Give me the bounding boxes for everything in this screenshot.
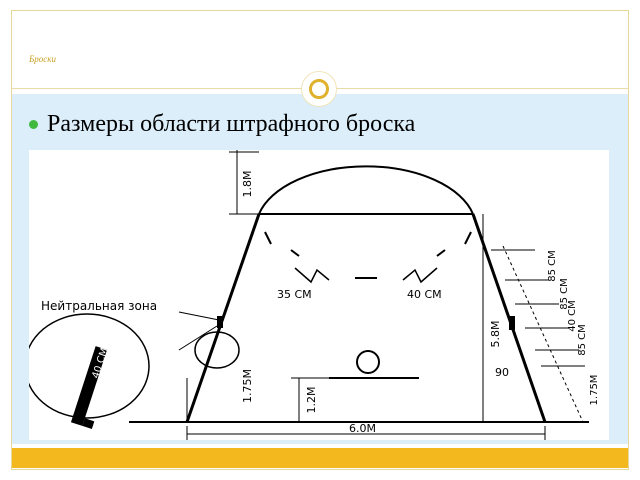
dim-175-label: 1.75М	[241, 369, 254, 403]
slide-title: Броски	[29, 54, 57, 64]
zoom-leader	[178, 325, 218, 351]
zoom-circle	[29, 313, 150, 419]
dash-4	[436, 249, 446, 257]
dim-58-label: 5.8М	[489, 321, 502, 348]
dim-35cm-label: 35 СМ	[277, 288, 312, 301]
ring-ornament-icon	[302, 72, 336, 106]
footer-bar	[12, 448, 628, 468]
diagram-drawing: 1.8М 35 СМ 40 СМ Нейтральная зона 1.75М …	[29, 150, 600, 440]
footer-divider	[12, 444, 628, 446]
dim-40cm-label: 40 СМ	[407, 288, 442, 301]
dim-85-mid-label: 85 СМ	[559, 278, 570, 310]
dim-60-label: 6.0М	[349, 422, 376, 435]
dash-5	[464, 231, 472, 245]
ring-inner-icon	[309, 79, 329, 99]
dim-40-right-label: 40 СМ	[567, 300, 578, 332]
neutral-zone-leader	[178, 311, 220, 321]
dim-175-right-label: 1.75М	[589, 375, 600, 406]
free-throw-diagram: 1.8М 35 СМ 40 СМ Нейтральная зона 1.75М …	[29, 150, 609, 440]
neutral-zone-label: Нейтральная зона	[41, 299, 157, 313]
zoom-spot-circle	[194, 331, 240, 369]
hoop-circle	[356, 350, 380, 374]
zigzag-left	[294, 267, 330, 284]
neutral-mark-right	[509, 316, 515, 330]
dim-85-low-label: 85 СМ	[577, 324, 588, 356]
free-throw-arc	[258, 165, 474, 215]
dash-2	[290, 249, 300, 257]
dim-90-label: 90	[495, 366, 509, 379]
zoom-block	[70, 346, 108, 429]
bullet-icon	[29, 120, 38, 129]
neutral-mark-left	[217, 316, 223, 328]
dim-12-label: 1.2М	[305, 387, 318, 414]
zigzag-right	[402, 267, 438, 284]
dim-85-top-label: 85 СМ	[547, 250, 558, 282]
bullet-text: Размеры области штрафного броска	[47, 111, 416, 137]
dash-1	[264, 231, 272, 245]
right-dim-line	[502, 245, 584, 423]
dim-18-label: 1.8М	[241, 171, 254, 198]
